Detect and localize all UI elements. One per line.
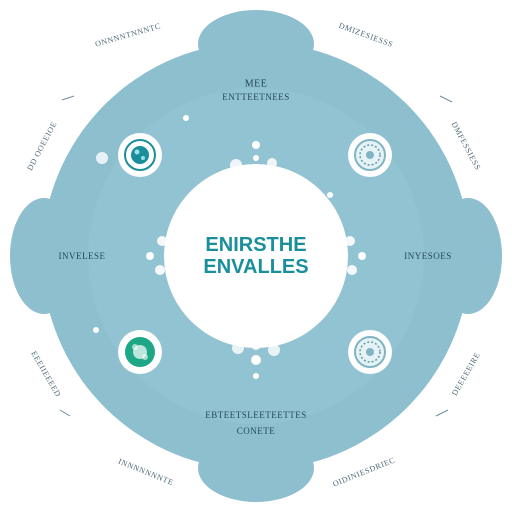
dot (347, 265, 357, 275)
cell-icon (359, 341, 381, 363)
node-top-left (118, 133, 162, 177)
dot (155, 265, 165, 275)
cell-icon-core (366, 348, 374, 356)
dot (252, 141, 260, 149)
cell-icon (131, 146, 149, 164)
outer-arc-ticks (59, 95, 453, 417)
center-title: ENIRSTHE ENVALLES (203, 234, 308, 278)
dot (93, 327, 99, 333)
dot (146, 252, 154, 260)
cell-icon-spot (141, 156, 145, 160)
tick-bottom-left (59, 409, 71, 417)
label-bottom-1: EBTEETSLEETEETTES (205, 410, 307, 420)
node-top-right (348, 133, 392, 177)
cell-icon (359, 144, 381, 166)
label-top-2: ENTTEETNEES (222, 92, 290, 102)
center-circle (164, 164, 348, 348)
dot (253, 155, 259, 161)
dot (267, 158, 277, 168)
tick-bottom-right (435, 409, 449, 417)
center-title-line1: ENIRSTHE (205, 234, 307, 256)
label-right: INYESOES (404, 251, 452, 261)
ring-lobe-right (434, 198, 502, 314)
dot (232, 342, 244, 354)
tick-top-left (61, 95, 75, 101)
node-bottom-left (118, 330, 162, 374)
connector-dots (93, 115, 366, 379)
ring-lobe-top (198, 10, 314, 78)
dot (345, 236, 355, 246)
ring-lobe-bottom (198, 434, 314, 502)
dot (230, 159, 242, 171)
dot (245, 167, 255, 177)
dot (253, 373, 259, 379)
dot (157, 236, 167, 246)
tick-top-right (439, 95, 453, 103)
label-top-1: MEE (244, 78, 268, 90)
dot (327, 192, 333, 198)
flower-icon-petal (142, 354, 148, 360)
dot (251, 355, 261, 365)
label-left: INVELESE (58, 251, 106, 261)
dot (268, 344, 280, 356)
node-bottom-right (348, 330, 392, 374)
flower-icon-petal (132, 344, 138, 350)
cell-icon-core (366, 151, 374, 159)
dot (96, 152, 108, 164)
dot (183, 115, 189, 121)
label-bottom-2: CONETE (236, 426, 276, 436)
cell-icon-spot (134, 149, 140, 155)
dot (251, 340, 261, 350)
center-title-line2: ENVALLES (203, 256, 309, 278)
ring-lobe-left (10, 198, 78, 314)
dot (358, 252, 366, 260)
